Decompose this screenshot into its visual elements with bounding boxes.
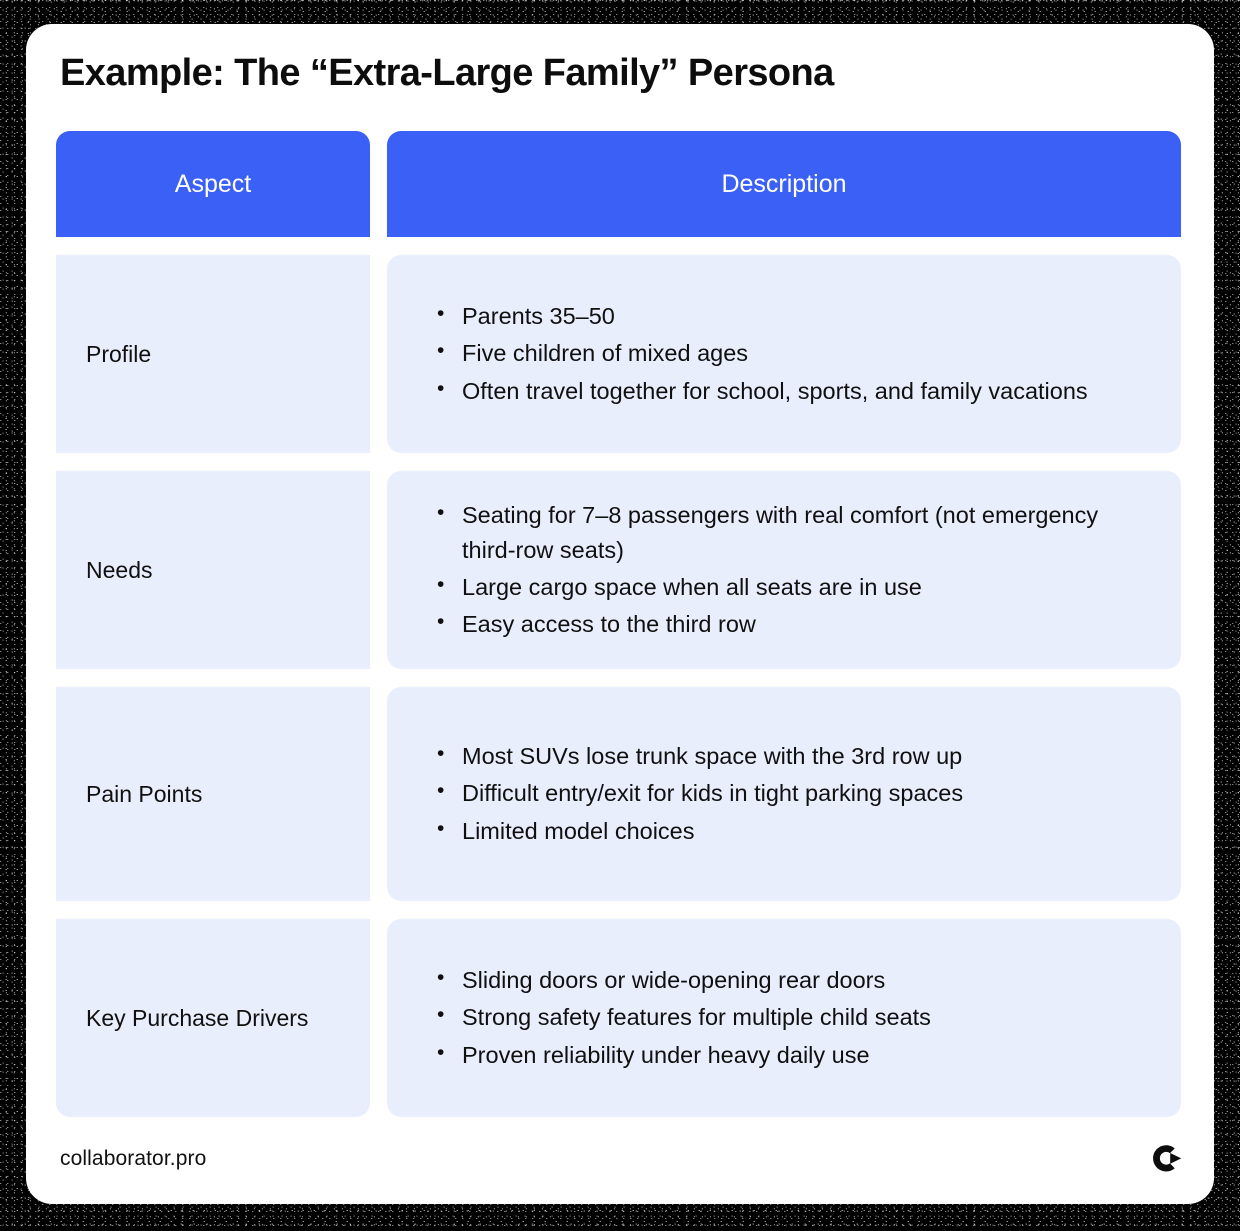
- cell-description: Sliding doors or wide-opening rear doors…: [387, 919, 1181, 1117]
- cell-description: Most SUVs lose trunk space with the 3rd …: [387, 687, 1181, 901]
- footer: collaborator.pro: [60, 1142, 1184, 1176]
- column-header-description: Description: [387, 131, 1181, 237]
- list-item: Parents 35–50: [435, 298, 1151, 334]
- cell-aspect: Needs: [56, 471, 370, 669]
- list-item: Easy access to the third row: [435, 606, 1151, 642]
- list-item: Most SUVs lose trunk space with the 3rd …: [435, 738, 1151, 774]
- list-item: Often travel together for school, sports…: [435, 373, 1151, 409]
- table-row: Profile Parents 35–50 Five children of m…: [56, 255, 1181, 453]
- list-item: Limited model choices: [435, 813, 1151, 849]
- list-item: Large cargo space when all seats are in …: [435, 569, 1151, 605]
- bullet-list: Sliding doors or wide-opening rear doors…: [435, 962, 1151, 1073]
- column-header-aspect: Aspect: [56, 131, 370, 237]
- list-item: Strong safety features for multiple chil…: [435, 999, 1151, 1035]
- footer-url: collaborator.pro: [60, 1147, 207, 1170]
- bullet-list: Parents 35–50 Five children of mixed age…: [435, 298, 1151, 409]
- list-item: Five children of mixed ages: [435, 335, 1151, 371]
- cell-description: Parents 35–50 Five children of mixed age…: [387, 255, 1181, 453]
- table-row: Key Purchase Drivers Sliding doors or wi…: [56, 919, 1181, 1117]
- cell-aspect: Profile: [56, 255, 370, 453]
- persona-table: Aspect Description Profile Parents 35–50…: [56, 131, 1181, 1117]
- page-title: Example: The “Extra-Large Family” Person…: [60, 52, 834, 94]
- cell-aspect: Pain Points: [56, 687, 370, 901]
- collaborator-logo-icon: [1153, 1145, 1182, 1172]
- cell-aspect: Key Purchase Drivers: [56, 919, 370, 1117]
- bullet-list: Most SUVs lose trunk space with the 3rd …: [435, 738, 1151, 849]
- poster-card: Example: The “Extra-Large Family” Person…: [26, 24, 1214, 1204]
- list-item: Sliding doors or wide-opening rear doors: [435, 962, 1151, 998]
- table-header-row: Aspect Description: [56, 131, 1181, 237]
- list-item: Proven reliability under heavy daily use: [435, 1037, 1151, 1073]
- table-row: Needs Seating for 7–8 passengers with re…: [56, 471, 1181, 669]
- bullet-list: Seating for 7–8 passengers with real com…: [435, 497, 1151, 643]
- list-item: Difficult entry/exit for kids in tight p…: [435, 775, 1151, 811]
- list-item: Seating for 7–8 passengers with real com…: [435, 497, 1151, 569]
- cell-description: Seating for 7–8 passengers with real com…: [387, 471, 1181, 669]
- table-row: Pain Points Most SUVs lose trunk space w…: [56, 687, 1181, 901]
